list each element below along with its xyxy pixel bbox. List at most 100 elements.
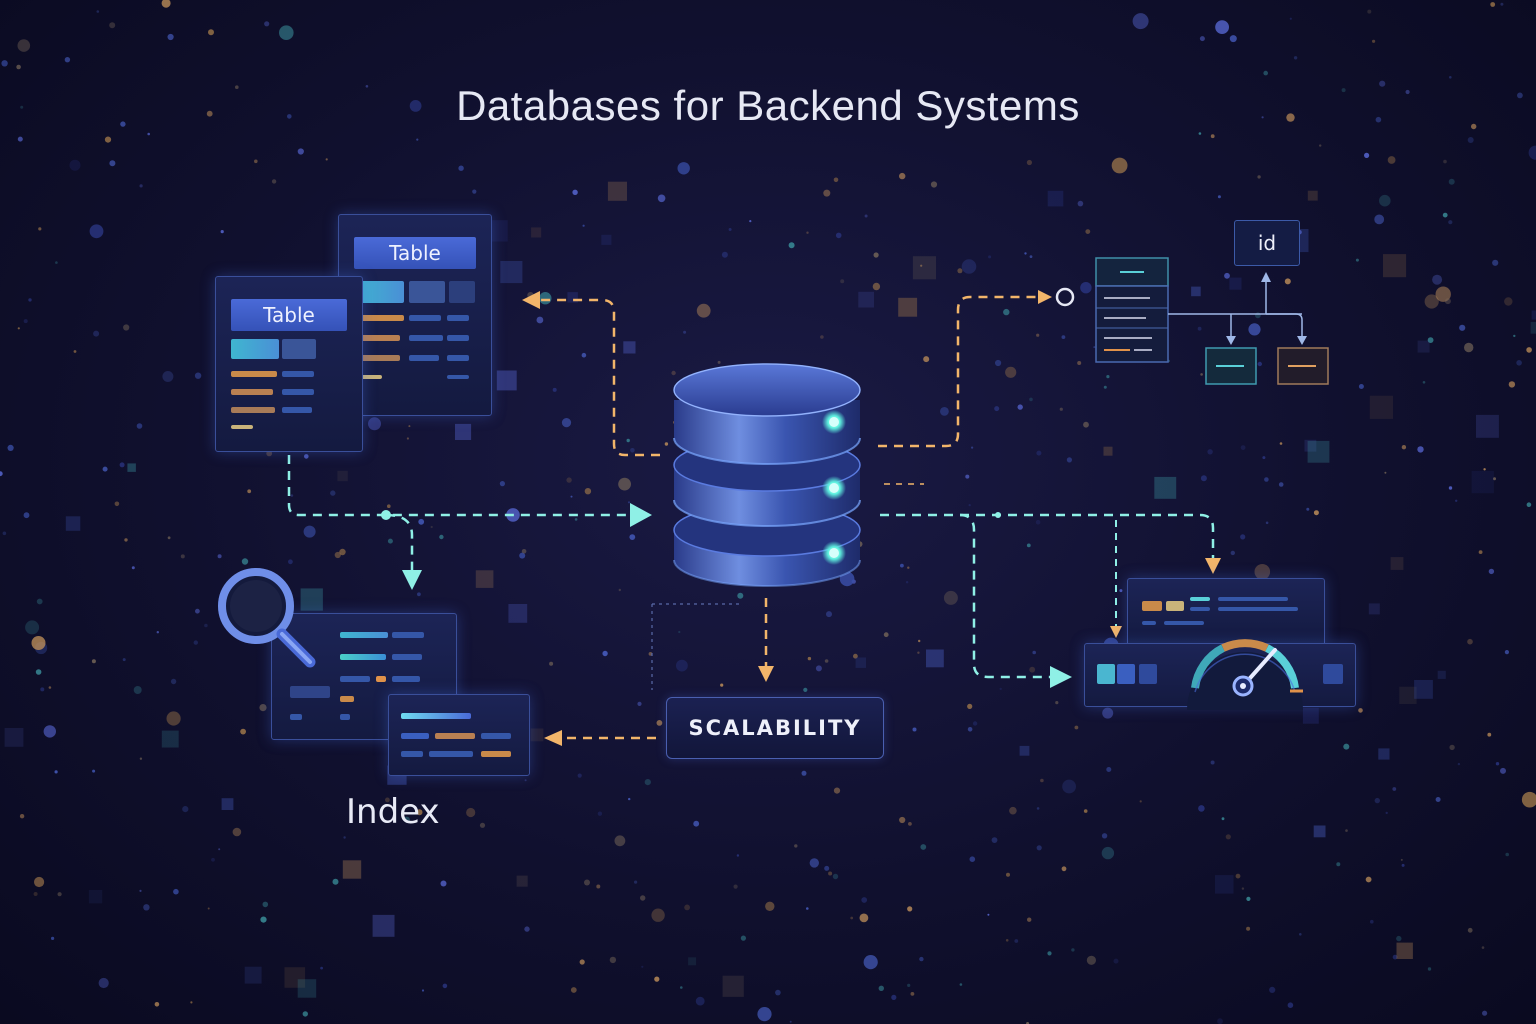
star-particle xyxy=(1508,381,1516,388)
star-particle xyxy=(905,581,909,584)
star-particle xyxy=(696,303,711,318)
star-particle xyxy=(1083,809,1088,813)
star-particle xyxy=(1435,797,1441,802)
star-particle xyxy=(579,959,585,965)
star-particle xyxy=(241,558,249,565)
star-particle xyxy=(1029,397,1033,402)
star-particle xyxy=(466,807,476,818)
star-particle xyxy=(907,983,911,988)
star-particle xyxy=(618,477,631,491)
background-square xyxy=(284,967,306,988)
star-particle xyxy=(995,359,1002,367)
star-particle xyxy=(122,658,126,662)
star-particle xyxy=(832,873,839,880)
star-particle xyxy=(581,352,587,358)
star-particle xyxy=(1513,334,1516,338)
star-particle xyxy=(1071,948,1075,952)
star-particle xyxy=(387,504,391,509)
star-particle xyxy=(1444,298,1451,305)
star-particle xyxy=(1264,477,1269,482)
star-particle xyxy=(627,501,631,504)
star-particle xyxy=(1040,778,1044,783)
star-particle xyxy=(1488,568,1495,575)
star-particle xyxy=(1521,791,1536,808)
star-particle xyxy=(1427,337,1434,343)
star-particle xyxy=(28,298,32,302)
star-particle xyxy=(143,904,150,911)
background-square xyxy=(161,730,179,748)
star-particle xyxy=(1241,887,1245,890)
star-particle xyxy=(17,136,23,142)
star-particle xyxy=(123,324,130,331)
star-particle xyxy=(156,631,159,634)
star-particle xyxy=(630,448,635,453)
performance-card-back xyxy=(1127,578,1325,646)
star-particle xyxy=(104,136,112,143)
star-particle xyxy=(1372,39,1376,43)
background-square xyxy=(567,292,578,303)
background-square xyxy=(337,470,348,482)
star-particle xyxy=(287,114,292,119)
star-particle xyxy=(332,878,339,885)
star-particle xyxy=(644,779,651,786)
background-square xyxy=(1399,686,1417,704)
star-particle xyxy=(1257,175,1261,179)
star-particle xyxy=(1455,499,1458,502)
star-particle xyxy=(828,871,833,876)
star-particle xyxy=(1062,779,1076,794)
background-square xyxy=(455,423,472,440)
index-label: Index xyxy=(346,792,440,832)
star-particle xyxy=(1036,333,1040,337)
star-particle xyxy=(1483,468,1486,471)
star-particle xyxy=(303,525,316,538)
star-particle xyxy=(136,423,143,429)
background-square xyxy=(1103,446,1113,456)
star-particle xyxy=(479,822,486,828)
star-particle xyxy=(1101,833,1108,839)
star-particle xyxy=(940,407,949,416)
star-particle xyxy=(833,787,841,794)
star-particle xyxy=(1417,446,1424,453)
star-particle xyxy=(232,827,242,837)
background-square xyxy=(1215,875,1234,894)
star-particle xyxy=(417,592,421,597)
star-particle xyxy=(524,779,527,782)
table-header: Table xyxy=(231,299,347,331)
background-square xyxy=(372,914,395,937)
star-particle xyxy=(1036,450,1042,456)
star-particle xyxy=(961,259,977,274)
star-particle xyxy=(167,536,171,540)
background-square xyxy=(1368,603,1380,615)
star-particle xyxy=(1198,805,1205,812)
star-particle xyxy=(290,494,294,497)
star-particle xyxy=(1528,145,1536,160)
star-particle xyxy=(19,814,25,819)
star-particle xyxy=(124,538,128,542)
flow-tables-to-db xyxy=(287,455,640,517)
star-particle xyxy=(824,659,829,663)
star-particle xyxy=(1482,1010,1488,1016)
star-particle xyxy=(440,880,447,887)
star-particle xyxy=(1367,9,1372,14)
star-particle xyxy=(416,809,423,816)
background-square xyxy=(1531,310,1536,320)
star-particle xyxy=(1269,986,1276,994)
star-particle xyxy=(988,255,992,259)
star-particle xyxy=(721,251,728,258)
star-particle xyxy=(1517,92,1523,99)
star-particle xyxy=(1448,486,1453,490)
star-particle xyxy=(217,554,222,559)
star-particle xyxy=(728,228,732,231)
star-particle xyxy=(1106,767,1112,772)
star-particle xyxy=(114,501,120,507)
star-particle xyxy=(910,992,915,996)
star-particle xyxy=(574,518,578,521)
star-particle xyxy=(48,686,52,689)
star-particle xyxy=(840,279,845,284)
star-particle xyxy=(596,884,601,889)
star-particle xyxy=(899,172,906,180)
star-particle xyxy=(1289,17,1292,20)
star-particle xyxy=(1505,852,1509,857)
star-particle xyxy=(279,25,294,40)
arrowhead-to-index xyxy=(402,570,422,590)
